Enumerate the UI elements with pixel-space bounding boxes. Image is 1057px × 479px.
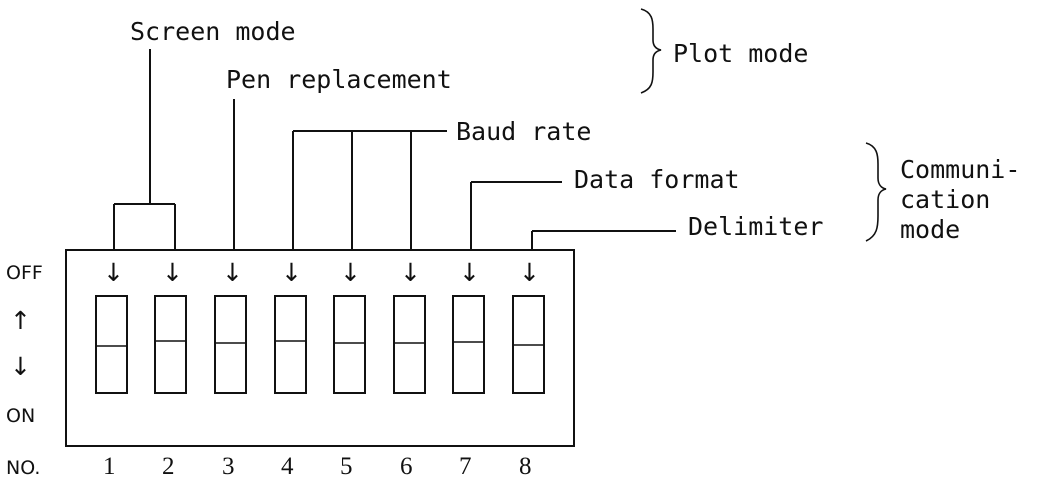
delimiter-leader: [531, 230, 676, 250]
switch-4[interactable]: [274, 295, 307, 394]
switch-3-pointer-icon: ↓: [222, 258, 243, 287]
screen-mode-label: Screen mode: [130, 17, 296, 46]
switch-8[interactable]: [512, 295, 545, 394]
switch-1[interactable]: [95, 295, 128, 394]
delimiter-label: Delimiter: [688, 212, 823, 241]
baud-rate-label: Baud rate: [456, 117, 591, 146]
switch-1-number: 1: [103, 453, 116, 479]
switch-8-number: 8: [519, 453, 532, 479]
switch-8-pointer-icon: ↓: [519, 258, 540, 287]
switch-6-pointer-icon: ↓: [400, 258, 421, 287]
plot-mode-brace: [640, 8, 662, 94]
dip-switch-housing: [65, 249, 575, 447]
switch-6[interactable]: [393, 295, 426, 394]
switch-bank: [95, 295, 545, 394]
communication-mode-line-1: Communi-: [900, 155, 1020, 184]
baud-rate-leader: [292, 130, 447, 250]
leader-lines: [113, 49, 676, 250]
on-label: ON: [6, 405, 35, 427]
switch-5-pointer-icon: ↓: [340, 258, 361, 287]
communication-mode-brace: [865, 142, 887, 242]
switch-7-number: 7: [459, 453, 472, 479]
communication-mode-line-3: mode: [900, 215, 960, 244]
plot-mode-label: Plot mode: [673, 39, 808, 68]
switch-4-number: 4: [281, 453, 294, 479]
screen-mode-leader: [113, 49, 176, 250]
switch-6-number: 6: [400, 453, 413, 479]
switch-number-labels: 1 2 3 4 5 6 7 8: [103, 453, 532, 479]
switch-7[interactable]: [452, 295, 485, 394]
switch-3[interactable]: [214, 295, 247, 394]
switch-2[interactable]: [154, 295, 187, 394]
data-format-leader: [470, 181, 562, 250]
switch-5[interactable]: [333, 295, 366, 394]
down-arrow-icon: ↓: [10, 352, 31, 381]
data-format-label: Data format: [574, 165, 740, 194]
switch-5-number: 5: [340, 453, 353, 479]
communication-mode-line-2: cation: [900, 185, 990, 214]
switch-3-number: 3: [222, 453, 235, 479]
switch-2-pointer-icon: ↓: [162, 258, 183, 287]
switch-4-pointer-icon: ↓: [281, 258, 302, 287]
pen-replacement-label: Pen replacement: [226, 65, 452, 94]
switch-7-pointer-icon: ↓: [459, 258, 480, 287]
switch-pointers: ↓ ↓ ↓ ↓ ↓ ↓ ↓ ↓: [103, 258, 540, 287]
switch-2-number: 2: [162, 453, 175, 479]
off-label: OFF: [6, 262, 43, 284]
number-prefix-label: NO.: [6, 457, 40, 479]
up-arrow-icon: ↑: [10, 306, 31, 335]
switch-1-pointer-icon: ↓: [103, 258, 124, 287]
